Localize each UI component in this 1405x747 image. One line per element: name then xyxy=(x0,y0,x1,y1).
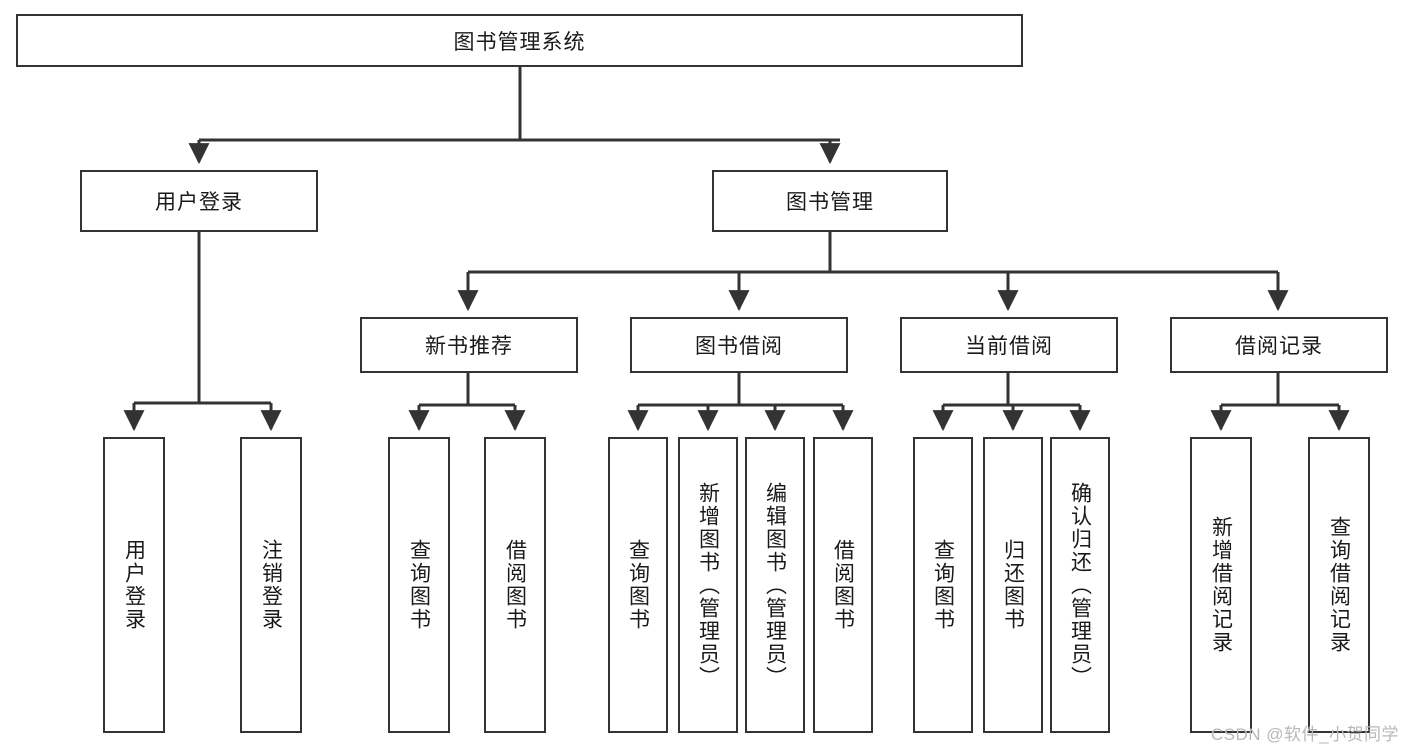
leaf-node-add-borrow-record-18[interactable]: 新增借阅记录 xyxy=(1190,437,1252,733)
leaf-node-confirm-return-admin-17[interactable]: 确认归还（管理员） xyxy=(1050,437,1110,733)
node-label: 新书推荐 xyxy=(425,335,513,358)
node-label: 用户登录 xyxy=(122,539,146,631)
node-label: 新增图书（管理员） xyxy=(696,481,720,689)
edges-current-borrow-to-leaves xyxy=(932,373,1091,432)
level3-node-borrow-record-6[interactable]: 借阅记录 xyxy=(1170,317,1388,373)
edges-root-to-level2 xyxy=(188,67,841,165)
node-label: 借阅图书 xyxy=(503,539,527,631)
node-label: 归还图书 xyxy=(1001,539,1025,631)
edges-book-borrow-to-leaves xyxy=(627,373,854,432)
leaf-node-query-book-11[interactable]: 查询图书 xyxy=(608,437,668,733)
node-label: 借阅记录 xyxy=(1235,335,1323,358)
node-label: 查询图书 xyxy=(931,539,955,631)
node-label: 确认归还（管理员） xyxy=(1068,481,1092,689)
leaf-node-query-book-15[interactable]: 查询图书 xyxy=(913,437,973,733)
node-label: 图书借阅 xyxy=(695,335,783,358)
leaf-node-add-book-admin-12[interactable]: 新增图书（管理员） xyxy=(678,437,738,733)
node-label: 当前借阅 xyxy=(965,335,1053,358)
level3-node-new-book-recommend-3[interactable]: 新书推荐 xyxy=(360,317,578,373)
leaf-node-logout-8[interactable]: 注销登录 xyxy=(240,437,302,733)
node-label: 用户登录 xyxy=(155,191,243,214)
edges-new-book-recommend-to-leaves xyxy=(408,373,526,432)
level2-node-book-management-2[interactable]: 图书管理 xyxy=(712,170,948,232)
node-label: 编辑图书（管理员） xyxy=(763,481,787,689)
leaf-node-borrow-book-10[interactable]: 借阅图书 xyxy=(484,437,546,733)
node-label: 图书管理系统 xyxy=(453,30,586,54)
leaf-node-edit-book-admin-13[interactable]: 编辑图书（管理员） xyxy=(745,437,805,733)
level3-node-book-borrow-4[interactable]: 图书借阅 xyxy=(630,317,848,373)
node-label: 查询图书 xyxy=(626,539,650,631)
edges-borrow-record-to-leaves xyxy=(1210,373,1350,432)
node-label: 借阅图书 xyxy=(831,539,855,631)
leaf-node-user-login-7[interactable]: 用户登录 xyxy=(103,437,165,733)
node-label: 查询借阅记录 xyxy=(1327,516,1351,654)
leaf-node-borrow-book-14[interactable]: 借阅图书 xyxy=(813,437,873,733)
leaf-node-query-book-9[interactable]: 查询图书 xyxy=(388,437,450,733)
level2-node-user-login-1[interactable]: 用户登录 xyxy=(80,170,318,232)
edges-user-login-to-leaves xyxy=(123,232,282,432)
leaf-node-query-borrow-record-19[interactable]: 查询借阅记录 xyxy=(1308,437,1370,733)
level3-node-current-borrow-5[interactable]: 当前借阅 xyxy=(900,317,1118,373)
edges-book-manage-to-level3 xyxy=(457,232,1289,312)
node-label: 新增借阅记录 xyxy=(1209,516,1233,654)
node-label: 查询图书 xyxy=(407,539,431,631)
node-label: 注销登录 xyxy=(259,539,283,631)
root-node-book-management-system-0[interactable]: 图书管理系统 xyxy=(16,14,1023,67)
leaf-node-return-book-16[interactable]: 归还图书 xyxy=(983,437,1043,733)
node-label: 图书管理 xyxy=(786,191,874,214)
